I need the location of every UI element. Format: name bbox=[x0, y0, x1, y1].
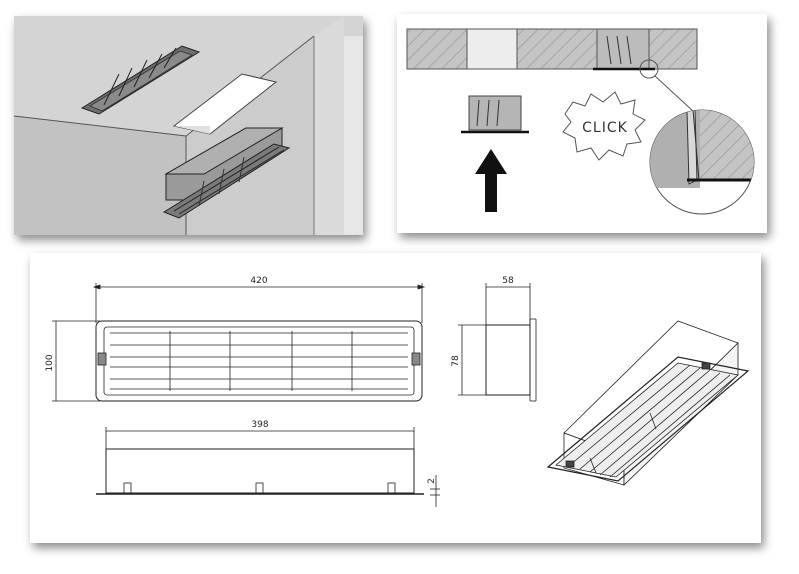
bottom-width-label: 398 bbox=[251, 420, 268, 430]
flange-thickness-label: 2 bbox=[427, 478, 437, 484]
room-installation-view bbox=[14, 16, 363, 235]
front-width-label: 420 bbox=[250, 276, 267, 286]
grille-section bbox=[461, 95, 529, 134]
click-installation-drawing: CLICK bbox=[406, 28, 755, 215]
side-height-label: 78 bbox=[451, 355, 461, 367]
ceiling-section bbox=[406, 28, 698, 71]
room-installation-drawing bbox=[14, 16, 363, 235]
isometric-view bbox=[546, 320, 750, 486]
dimension-drawings: 420 100 58 78 bbox=[30, 253, 761, 543]
push-arrow-icon bbox=[475, 149, 507, 212]
detail-magnified bbox=[649, 109, 755, 215]
side-view bbox=[458, 283, 537, 402]
front-view bbox=[52, 283, 426, 402]
grille-top bbox=[80, 45, 201, 115]
side-depth-label: 58 bbox=[502, 276, 514, 286]
grille-installed bbox=[162, 127, 291, 219]
wall-front-face bbox=[14, 116, 186, 235]
front-height-label: 100 bbox=[45, 354, 55, 371]
click-starburst: CLICK bbox=[562, 91, 646, 161]
click-installation-view: CLICK bbox=[397, 14, 767, 233]
click-label: CLICK bbox=[582, 120, 628, 136]
ceiling-opening bbox=[172, 73, 278, 135]
dimension-drawing-canvas: 420 100 58 78 bbox=[45, 276, 750, 507]
bottom-view bbox=[96, 427, 440, 507]
